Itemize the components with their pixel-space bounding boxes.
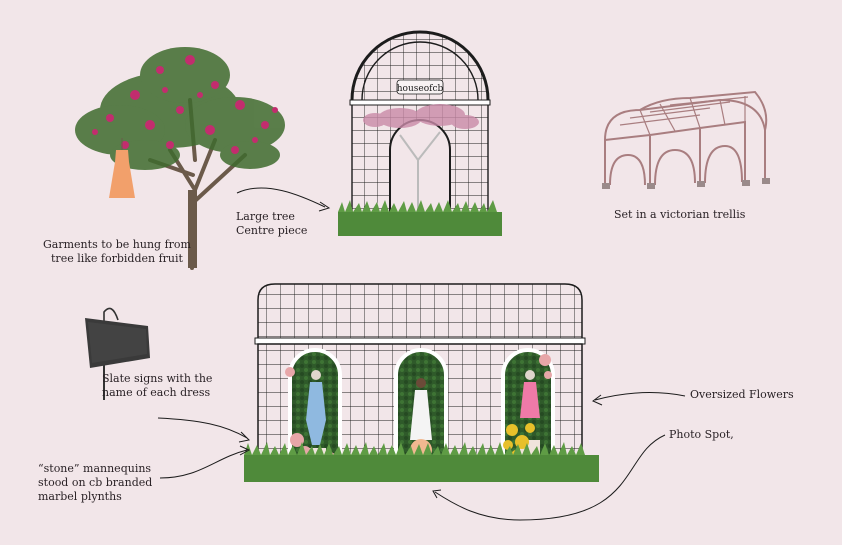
victorian-trellis-illustration <box>602 90 770 189</box>
greenhouse-trellis-illustration <box>244 283 599 482</box>
hanging-dress-icon <box>109 138 135 198</box>
label-large-tree: Large tree Centre piece <box>236 210 308 237</box>
arrow-mannequins-to-greenhouse <box>159 449 248 479</box>
slate-sign-illustration <box>85 307 150 400</box>
label-garments: Garments to be hung from tree like forbi… <box>43 238 191 265</box>
label-slate-signs: Slate signs with the name of each dress <box>102 372 213 399</box>
arrow-photo-spot-to-greenhouse <box>434 434 666 521</box>
label-victorian-trellis: Set in a victorian trellis <box>614 208 746 221</box>
tree-illustration <box>75 47 285 270</box>
arch-trellis-illustration <box>338 30 502 236</box>
label-stone-mannequins: “stone” mannequins stood on cb branded m… <box>38 462 153 503</box>
arrow-flowers-to-greenhouse <box>594 392 686 401</box>
arrow-tree-to-arch <box>236 187 326 208</box>
arch-brand-sign: houseofcb <box>397 84 444 94</box>
label-photo-spot: Photo Spot, <box>669 428 734 441</box>
label-oversized-flowers: Oversized Flowers <box>690 388 794 401</box>
arrow-slate-to-greenhouse <box>157 417 248 439</box>
